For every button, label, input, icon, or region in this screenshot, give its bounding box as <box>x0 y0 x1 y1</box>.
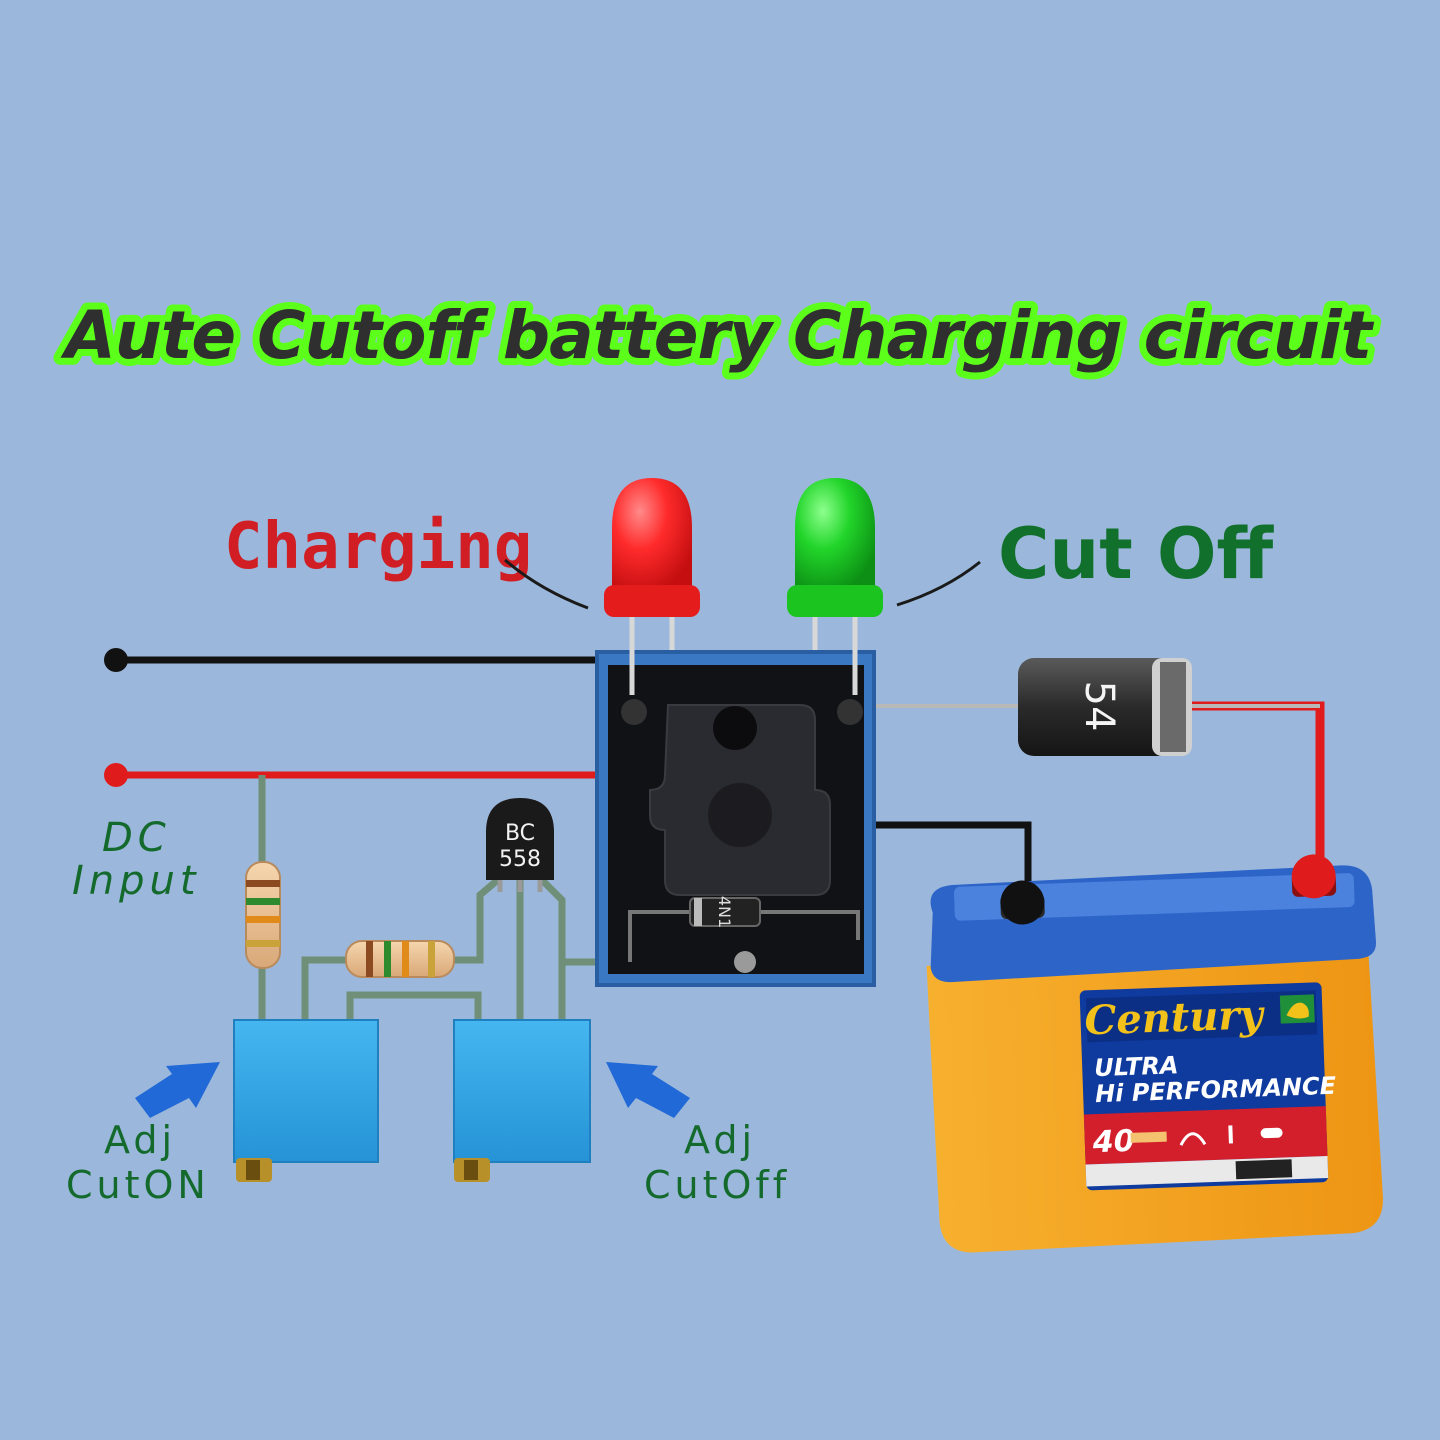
arrow-cuton-icon <box>135 1062 220 1118</box>
resistor-horizontal-body <box>345 940 455 978</box>
trace-pot1-pot2 <box>346 991 482 1025</box>
trimpot-cutoff[interactable] <box>453 1019 591 1182</box>
battery-map-icon <box>1286 1002 1309 1019</box>
positive-input-terminal <box>104 763 128 787</box>
relay-to-battery-negative-trace <box>870 821 1032 895</box>
power-diode-band-dark <box>1160 662 1186 752</box>
battery-brand: Century <box>1084 991 1267 1044</box>
relay-coil-pin <box>734 951 756 973</box>
trace-transistor-relay <box>537 875 566 1025</box>
relay-pin-tr <box>837 699 863 725</box>
power-diode: 54 <box>1018 658 1192 756</box>
charging-led <box>604 478 700 617</box>
relay-flyback-diode <box>689 897 761 927</box>
battery-negative-terminal <box>1000 880 1045 925</box>
arrow-cutoff-icon <box>606 1062 690 1118</box>
resistor-vertical-band-2 <box>246 898 280 905</box>
cutoff-led-dome <box>795 478 875 590</box>
power-diode-marking: 54 <box>1076 681 1122 732</box>
relay-diode-marking: 4N1 <box>715 896 734 928</box>
dc-input-label-line1: DC <box>102 815 171 861</box>
wiring <box>104 648 1325 1025</box>
trimpot-cutoff-adjuster-slot <box>464 1160 478 1180</box>
resistor-horizontal-band-4 <box>428 941 435 977</box>
trimpot-cuton[interactable] <box>233 1019 379 1182</box>
relay-pin-tl <box>621 699 647 725</box>
resistor-horizontal-band-3 <box>402 941 409 977</box>
trimpot-cuton-body <box>233 1019 379 1163</box>
trace-resistor2-transistor <box>448 875 503 964</box>
trace-pot1-resistor2 <box>301 956 352 1020</box>
relay-flyback-diode-band <box>694 898 702 926</box>
diode-to-battery-positive-wire <box>1180 701 1325 880</box>
cutoff-led <box>787 478 883 617</box>
power-diode-body <box>1018 658 1190 756</box>
charging-led-flange <box>604 585 700 617</box>
adj-cutoff-label-line1: Adj <box>684 1118 756 1162</box>
transistor-label-line1: BC <box>505 821 535 846</box>
adj-cutoff-label-line2: CutOff <box>644 1163 790 1207</box>
battery-pill-icon <box>1260 1127 1283 1139</box>
battery-line1: ULTRA <box>1094 1051 1179 1082</box>
resistor-vertical-band-1 <box>246 880 280 887</box>
diagram-title: Aute Cutoff battery Charging circuit <box>60 297 1375 374</box>
battery-bolt-icon <box>1228 1125 1233 1144</box>
resistor-vertical-band-3 <box>246 916 280 923</box>
transistor: BC 558 <box>486 798 554 892</box>
cutoff-led-flange <box>787 585 883 617</box>
charging-label: Charging <box>224 510 532 584</box>
battery: Century ULTRA Hi PERFORMANCE 40 <box>926 854 1383 1253</box>
trimpot-cutoff-body <box>453 1019 591 1163</box>
battery-label-brand-strip <box>1085 990 1318 1043</box>
resistor-vertical-body <box>245 861 281 969</box>
charging-pointer <box>504 558 589 610</box>
battery-footer-block <box>1235 1159 1293 1180</box>
adj-cuton-label-line2: CutON <box>66 1163 210 1207</box>
battery-positive-terminal <box>1291 854 1336 899</box>
trimpot-cuton-adjuster-slot <box>246 1160 260 1180</box>
resistor-horizontal-band-1 <box>366 941 373 977</box>
negative-input-terminal <box>104 648 128 672</box>
charging-led-dome <box>612 478 692 590</box>
cutoff-label: Cut Off <box>998 513 1275 595</box>
transistor-label-line2: 558 <box>499 847 541 872</box>
relay: 4N1 <box>595 650 876 987</box>
battery-lid-top <box>954 873 1355 921</box>
resistor-vertical-band-4 <box>246 940 280 947</box>
resistor-horizontal <box>345 940 455 978</box>
resistor-vertical <box>245 861 281 969</box>
battery-rating-bar <box>1130 1131 1167 1143</box>
cutoff-pointer <box>896 560 981 607</box>
relay-screw-hole <box>713 706 757 750</box>
relay-core <box>708 783 772 847</box>
battery-rating: 40 <box>1091 1124 1135 1160</box>
battery-arch-icon <box>1179 1132 1207 1146</box>
transistor-body <box>486 798 554 880</box>
battery-rating-strip <box>1083 1106 1328 1165</box>
dc-input-label-line2: Input <box>72 858 201 904</box>
adj-cuton-label-line1: Adj <box>104 1118 176 1162</box>
resistor-horizontal-band-2 <box>384 941 391 977</box>
